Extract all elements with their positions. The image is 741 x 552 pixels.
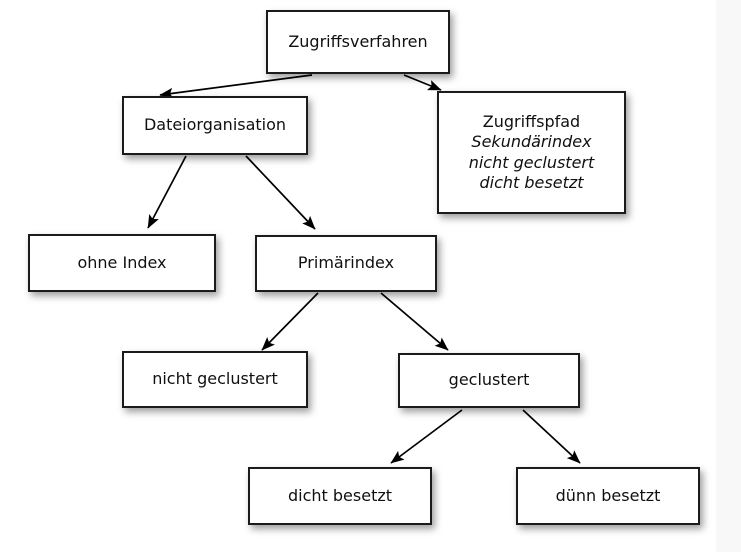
node-zugriffspfad[interactable]: Zugriffspfad Sekundärindex nicht geclust… [437, 91, 626, 214]
node-dicht-besetzt[interactable]: dicht besetzt [248, 467, 432, 525]
node-zugriffsverfahren-lines: Zugriffsverfahren [268, 32, 448, 52]
right-background-strip [716, 0, 741, 552]
node-zugriffspfad-lines: Zugriffspfad Sekundärindex nicht geclust… [439, 112, 624, 194]
node-line: Zugriffspfad [482, 111, 581, 131]
node-zugriffsverfahren[interactable]: Zugriffsverfahren [266, 10, 450, 74]
node-ohne-index[interactable]: ohne Index [28, 234, 216, 292]
node-nicht-geclustert[interactable]: nicht geclustert [122, 351, 308, 408]
node-dateiorganisation[interactable]: Dateiorganisation [122, 96, 308, 155]
node-line: dicht besetzt [479, 172, 584, 192]
node-ohne-index-lines: ohne Index [30, 253, 214, 273]
edge-primaerindex-nicht-geclustert [261, 292, 319, 351]
node-duenn-besetzt-lines: dünn besetzt [518, 486, 698, 506]
edge-dateiorganisation-ohne-index [147, 155, 187, 229]
node-dicht-besetzt-lines: dicht besetzt [250, 486, 430, 506]
edge-geclustert-duenn-besetzt [522, 409, 581, 464]
node-line: Primärindex [297, 253, 395, 273]
node-geclustert[interactable]: geclustert [398, 353, 580, 408]
node-primaerindex[interactable]: Primärindex [255, 235, 437, 292]
node-line: Sekundärindex [471, 132, 592, 152]
node-line: Dateiorganisation [143, 115, 287, 135]
node-line: dicht besetzt [287, 485, 393, 505]
node-line: geclustert [448, 370, 530, 390]
edge-dateiorganisation-primaerindex [245, 155, 316, 230]
edge-zugriffsverfahren-dateiorganisation [159, 74, 313, 99]
edge-primaerindex-geclustert [380, 292, 449, 351]
node-geclustert-lines: geclustert [400, 370, 578, 390]
node-duenn-besetzt[interactable]: dünn besetzt [516, 467, 700, 525]
node-primaerindex-lines: Primärindex [257, 253, 435, 273]
node-line: nicht geclustert [468, 152, 595, 172]
node-dateiorganisation-lines: Dateiorganisation [124, 115, 306, 135]
edge-zugriffsverfahren-zugriffspfad [403, 74, 442, 91]
edge-geclustert-dicht-besetzt [390, 409, 463, 464]
node-line: Zugriffsverfahren [288, 31, 428, 51]
node-line: nicht geclustert [152, 369, 278, 389]
node-line: dünn besetzt [555, 485, 661, 505]
node-nicht-geclustert-lines: nicht geclustert [124, 369, 306, 389]
node-line: ohne Index [77, 252, 167, 272]
